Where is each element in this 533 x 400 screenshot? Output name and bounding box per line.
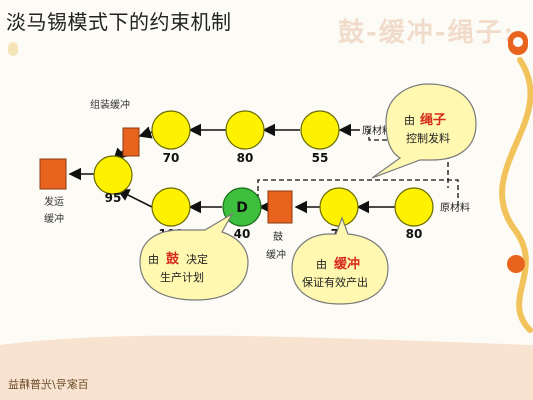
callout-drum-side: 决定 xyxy=(186,252,208,266)
decorative-circle xyxy=(507,255,525,273)
arrow-bottom-100-95 xyxy=(116,189,153,208)
page-title: 淡马锡模式下的约束机制 xyxy=(6,10,232,34)
ship-buffer xyxy=(39,158,67,190)
drum-node-label: D xyxy=(236,200,248,216)
rope-dashed-line-2 xyxy=(257,179,459,207)
callout-drum-desc: 生产计划 xyxy=(160,270,204,284)
callout-rope-desc: 控制发料 xyxy=(406,131,450,145)
decorative-curve xyxy=(499,57,533,333)
node-left-95 xyxy=(93,155,133,195)
node-bottom-75 xyxy=(319,187,359,227)
callout-rope-prefix: 由 xyxy=(404,113,415,127)
logo-icon xyxy=(508,31,528,55)
drum-buffer-label-2: 缓冲 xyxy=(266,248,286,261)
node-top-70 xyxy=(151,110,191,150)
drum-node xyxy=(222,187,262,227)
callout-drum-prefix: 由 xyxy=(148,252,159,266)
drum-node-value: 40 xyxy=(234,227,251,241)
assembly-buffer-label: 组装缓冲 xyxy=(90,98,130,111)
node-bottom-80-value: 80 xyxy=(406,227,423,241)
node-top-55 xyxy=(300,110,340,150)
node-top-80 xyxy=(225,110,265,150)
drum-buffer-label-1: 鼓 xyxy=(273,230,283,243)
node-top-80-value: 80 xyxy=(237,151,254,165)
drum-buffer xyxy=(267,190,293,224)
arrow-top-70-buffer xyxy=(138,126,153,139)
callout-buffer-key: 缓冲 xyxy=(334,256,360,272)
raw-material-label-bottom: 原材料 xyxy=(440,201,470,214)
footer-source-text: 百家号/光普精益 xyxy=(8,378,89,391)
callout-rope xyxy=(371,83,477,179)
node-top-70-value: 70 xyxy=(163,151,180,165)
callout-rope-key: 绳子 xyxy=(420,112,446,128)
ship-buffer-label-2: 缓冲 xyxy=(44,212,64,225)
node-bottom-100 xyxy=(151,187,191,227)
footer-band xyxy=(0,335,533,400)
node-top-55-value: 55 xyxy=(312,151,329,165)
node-bottom-80 xyxy=(394,187,434,227)
ship-buffer-label-1: 发运 xyxy=(44,195,64,208)
watermark-text: 鼓-缓冲-绳子: xyxy=(338,18,516,48)
decorative-dot xyxy=(8,42,18,56)
node-left-95-value: 95 xyxy=(105,191,122,205)
assembly-buffer xyxy=(122,127,140,157)
callout-drum xyxy=(139,212,249,301)
callout-buffer xyxy=(291,216,389,305)
callout-buffer-desc: 保证有效产出 xyxy=(302,275,368,289)
callout-buffer-prefix: 由 xyxy=(316,257,327,271)
raw-material-label-top: 原材料 xyxy=(362,124,392,137)
callout-drum-key: 鼓 xyxy=(166,251,180,267)
